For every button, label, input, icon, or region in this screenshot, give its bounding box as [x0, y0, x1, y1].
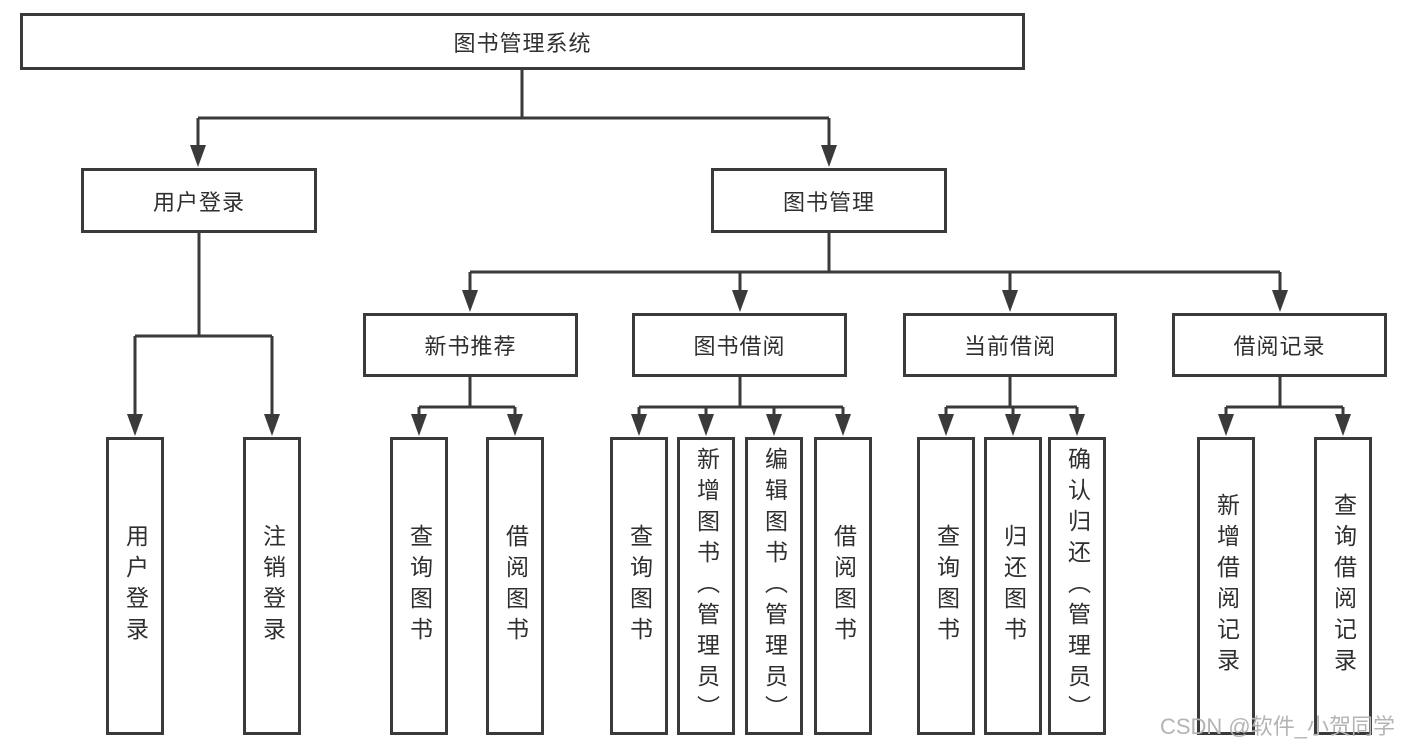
- node-root-title: 图书管理系统: [20, 13, 1025, 70]
- connector-root-to-level2: [190, 70, 837, 167]
- leaf-query-books-2: 查询图书: [610, 437, 668, 735]
- connector-borrowrecords-to-leaves: [1218, 377, 1351, 436]
- leaf-confirm-return-admin: 确认归还（管理员）: [1048, 437, 1106, 735]
- leaf-add-books-admin: 新增图书（管理员）: [677, 437, 735, 735]
- connector-currentborrow-to-leaves: [938, 377, 1085, 436]
- leaf-borrow-books-1: 借阅图书: [486, 437, 544, 735]
- leaf-query-books-1: 查询图书: [390, 437, 448, 735]
- connector-newbook-to-leaves: [411, 377, 523, 436]
- leaf-query-books-3: 查询图书: [917, 437, 975, 735]
- connector-bookmgmt-to-level3: [462, 233, 1288, 312]
- node-current-borrow: 当前借阅: [903, 313, 1117, 377]
- node-book-management: 图书管理: [711, 168, 947, 233]
- leaf-query-borrow-record: 查询借阅记录: [1314, 437, 1372, 735]
- leaf-user-login: 用户登录: [106, 437, 164, 735]
- connector-userlogin-to-leaves: [127, 233, 280, 436]
- leaf-add-borrow-record: 新增借阅记录: [1197, 437, 1255, 735]
- node-user-login-group: 用户登录: [81, 168, 317, 233]
- node-new-book-recommend: 新书推荐: [363, 313, 578, 377]
- csdn-watermark: CSDN @软件_小贺同学: [1159, 714, 1395, 739]
- leaf-edit-books-admin: 编辑图书（管理员）: [745, 437, 803, 735]
- connector-bookborrow-to-leaves: [631, 377, 851, 436]
- node-book-borrow: 图书借阅: [632, 313, 847, 377]
- leaf-logout: 注销登录: [243, 437, 301, 735]
- node-borrow-records: 借阅记录: [1172, 313, 1387, 377]
- leaf-borrow-books-2: 借阅图书: [814, 437, 872, 735]
- leaf-return-books: 归还图书: [984, 437, 1042, 735]
